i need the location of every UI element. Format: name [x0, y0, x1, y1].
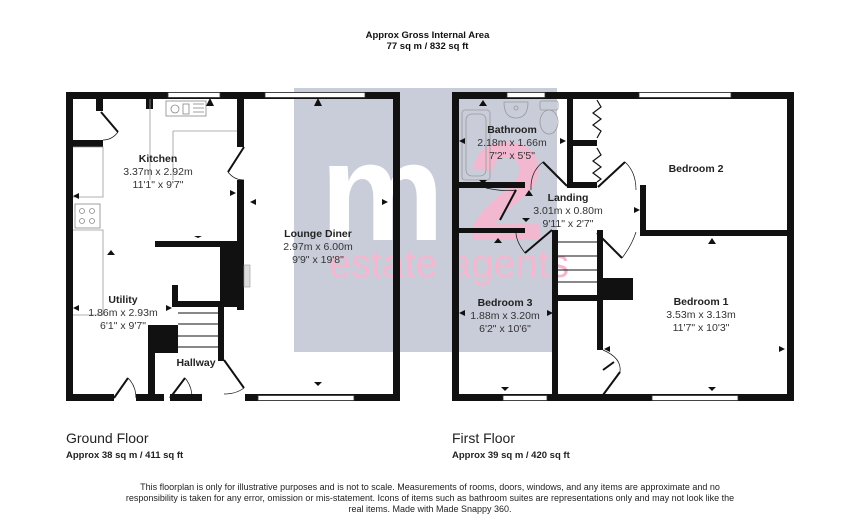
ground-floor-title: Ground Floor [66, 430, 149, 446]
room-dimensions-metric: 2.18m x 1.66m [477, 137, 547, 149]
room-dimensions-metric: 3.01m x 0.80m [533, 205, 603, 217]
first-floor-title: First Floor [452, 430, 515, 446]
room-dimensions-imperial: 11'1" x 9'7" [133, 179, 184, 191]
room-name: Bathroom [487, 124, 537, 136]
room-name: Utility [108, 294, 137, 306]
room-dimensions-imperial: 9'11" x 2'7" [543, 218, 594, 230]
room-name: Hallway [176, 357, 215, 369]
room-hallway: Hallway [176, 357, 215, 369]
room-dimensions-imperial: 7'2" x 5'5" [489, 150, 535, 162]
bathtub-icon [461, 109, 491, 181]
toilet-icon [539, 100, 559, 135]
room-landing: Landing 3.01m x 0.80m 9'11" x 2'7" [533, 192, 603, 230]
room-name: Bedroom 2 [669, 163, 724, 175]
gross-area-header: Approx Gross Internal Area 77 sq m / 832… [0, 30, 855, 52]
room-name: Kitchen [139, 153, 178, 165]
room-bedroom-3: Bedroom 3 1.88m x 3.20m 6'2" x 10'6" [470, 297, 540, 335]
disclaimer-text: This floorplan is only for illustrative … [125, 482, 735, 514]
ground-floor-plan [66, 92, 400, 401]
room-dimensions-metric: 1.88m x 3.20m [470, 310, 540, 322]
room-dimensions-imperial: 9'9" x 19'8" [292, 254, 344, 266]
hob-icon [74, 203, 101, 229]
watermark: m 2 estate agents [294, 88, 569, 352]
room-name: Bedroom 3 [478, 297, 533, 309]
watermark-logo-2: 2 [468, 113, 546, 270]
room-name: Landing [548, 192, 589, 204]
room-name: Bedroom 1 [674, 296, 729, 308]
basin-icon [503, 101, 529, 119]
room-dimensions-imperial: 6'2" x 10'6" [479, 323, 531, 335]
room-bathroom: Bathroom 2.18m x 1.66m 7'2" x 5'5" [477, 124, 547, 162]
room-bedroom-1: Bedroom 1 3.53m x 3.13m 11'7" x 10'3" [666, 296, 736, 334]
room-dimensions-imperial: 11'7" x 10'3" [673, 322, 730, 334]
sink-icon [165, 100, 207, 117]
room-dimensions-imperial: 6'1" x 9'7" [100, 320, 146, 332]
room-utility: Utility 1.86m x 2.93m 6'1" x 9'7" [88, 294, 158, 332]
first-floor-area: Approx 39 sq m / 420 sq ft [452, 450, 570, 461]
room-dimensions-metric: 2.97m x 6.00m [283, 241, 353, 253]
room-name: Lounge Diner [284, 228, 352, 240]
room-dimensions-metric: 3.53m x 3.13m [666, 309, 736, 321]
watermark-logo-m: m [320, 113, 444, 270]
room-dimensions-metric: 1.86m x 2.93m [88, 307, 158, 319]
watermark-tagline: estate agents [329, 242, 569, 286]
room-kitchen: Kitchen 3.37m x 2.92m 11'1" x 9'7" [123, 153, 193, 191]
watermark-panel [294, 88, 557, 352]
room-dimensions-metric: 3.37m x 2.92m [123, 166, 193, 178]
gross-area-title: Approx Gross Internal Area [365, 30, 490, 41]
ground-floor-area: Approx 38 sq m / 411 sq ft [66, 450, 184, 461]
room-bedroom-2: Bedroom 2 [669, 163, 724, 175]
gross-area-value: 77 sq m / 832 sq ft [386, 41, 469, 52]
fireplace-icon [243, 264, 251, 288]
first-floor-plan [452, 92, 794, 401]
room-lounge-diner: Lounge Diner 2.97m x 6.00m 9'9" x 19'8" [283, 228, 353, 266]
